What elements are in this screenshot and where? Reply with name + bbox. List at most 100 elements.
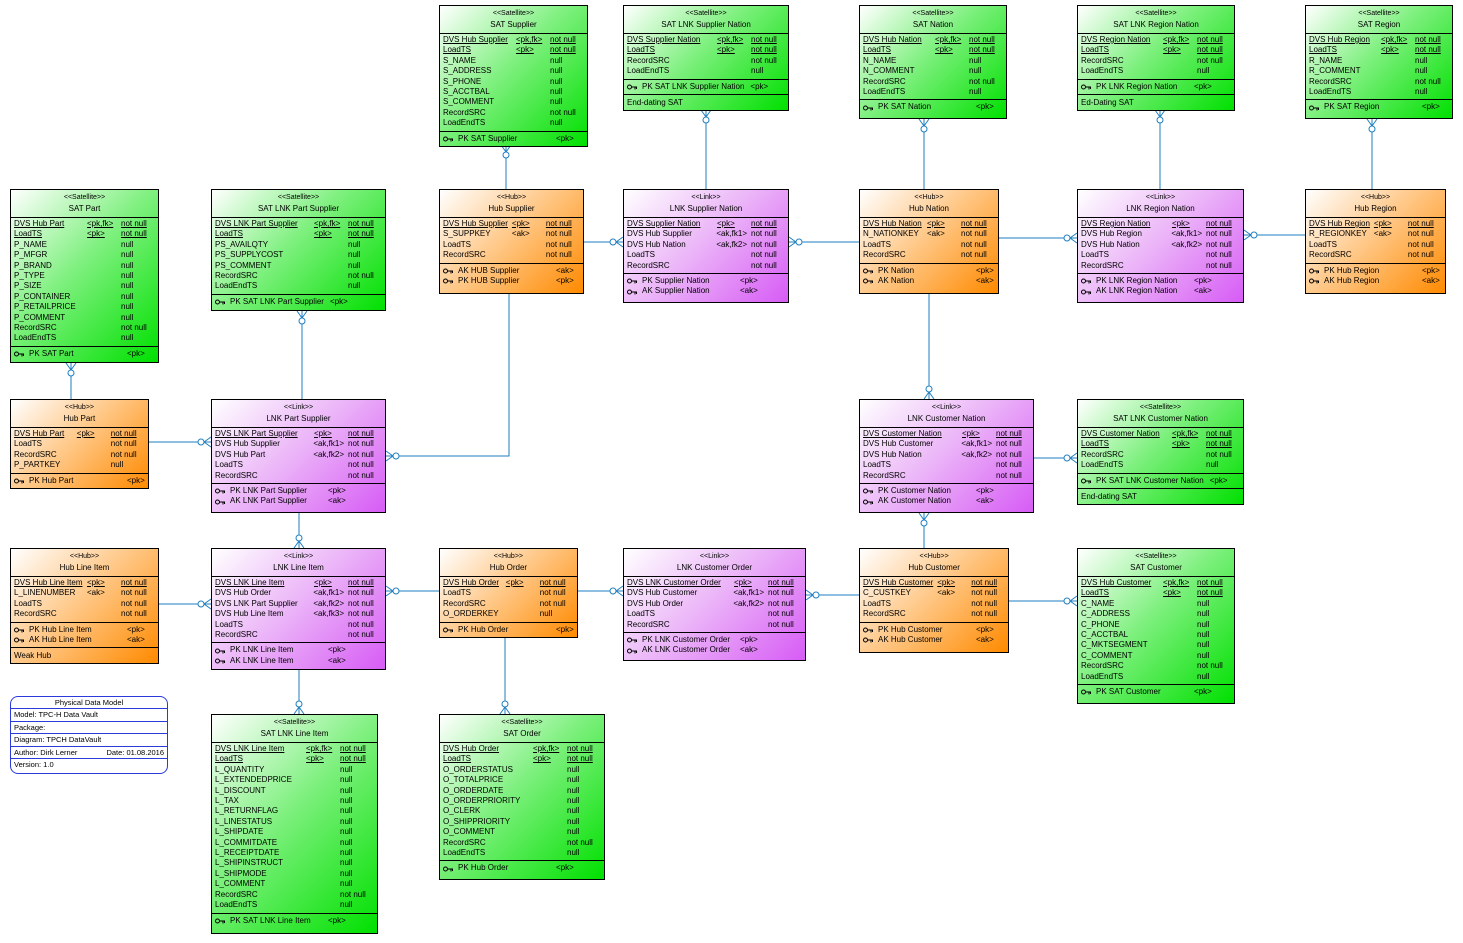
column-row[interactable]: C_CUSTKEY <ak> not null [863, 588, 1005, 598]
key-row[interactable]: PK SAT LNK Supplier Nation <pk> [627, 82, 785, 92]
column-row[interactable]: P_NAME null [14, 240, 155, 250]
column-row[interactable]: LoadTS <pk> not null [1309, 45, 1449, 55]
column-row[interactable]: DVS Hub Supplier <ak,fk1> not null [627, 229, 785, 239]
key-row[interactable]: AK Hub Line Item <ak> [14, 635, 155, 645]
column-row[interactable]: LoadTS <pk> not null [215, 229, 382, 239]
key-row[interactable]: AK Hub Customer <ak> [863, 635, 1005, 645]
entity-sat-region[interactable]: <<Satellite>> SAT Region DVS Hub Region … [1305, 5, 1453, 119]
column-row[interactable]: RecordSRC not null [627, 56, 785, 66]
column-row[interactable]: DVS LNK Line Item <pk,fk> not null [215, 744, 374, 754]
column-row[interactable]: DVS Hub Supplier <ak,fk1> not null [215, 439, 382, 449]
column-row[interactable]: PS_COMMENT null [215, 261, 382, 271]
column-row[interactable]: L_COMMITDATE null [215, 838, 374, 848]
column-row[interactable]: DVS Hub Supplier <pk,fk> not null [443, 35, 584, 45]
column-row[interactable]: S_ADDRESS null [443, 66, 584, 76]
key-row[interactable]: AK LNK Region Nation <ak> [1081, 286, 1240, 296]
column-row[interactable]: L_RETURNFLAG null [215, 806, 374, 816]
column-row[interactable]: LoadTS <pk> not null [14, 229, 155, 239]
entity-lnk-customer-nation[interactable]: <<Link>> LNK Customer Nation DVS Custome… [859, 399, 1034, 513]
key-row[interactable]: PK SAT LNK Part Supplier <pk> [215, 297, 382, 307]
column-row[interactable]: L_RECEIPTDATE null [215, 848, 374, 858]
column-row[interactable]: RecordSRC not null [443, 108, 584, 118]
entity-sat-lnk-part-supplier[interactable]: <<Satellite>> SAT LNK Part Supplier DVS … [211, 189, 386, 311]
column-row[interactable]: RecordSRC not null [215, 471, 382, 481]
column-row[interactable]: C_ACCTBAL null [1081, 630, 1231, 640]
column-row[interactable]: O_ORDERDATE null [443, 786, 601, 796]
column-row[interactable]: LoadTS not null [1081, 250, 1240, 260]
column-row[interactable]: RecordSRC not null [443, 838, 601, 848]
column-row[interactable]: R_COMMENT null [1309, 66, 1449, 76]
key-row[interactable]: PK SAT LNK Customer Nation <pk> [1081, 476, 1240, 486]
column-row[interactable]: RecordSRC not null [627, 620, 802, 630]
column-row[interactable]: DVS Hub Nation <ak,fk2> not null [1081, 240, 1240, 250]
column-row[interactable]: RecordSRC not null [215, 271, 382, 281]
entity-sat-lnk-line-item[interactable]: <<Satellite>> SAT LNK Line Item DVS LNK … [211, 714, 378, 934]
column-row[interactable]: DVS Hub Customer <ak,fk1> not null [627, 588, 802, 598]
column-row[interactable]: S_SUPPKEY <ak> not null [443, 229, 580, 239]
column-row[interactable]: RecordSRC not null [215, 630, 382, 640]
entity-sat-supplier[interactable]: <<Satellite>> SAT Supplier DVS Hub Suppl… [439, 5, 588, 148]
key-row[interactable]: PK HUB Supplier <pk> [443, 276, 580, 286]
column-row[interactable]: LoadEndTS null [215, 281, 382, 291]
column-row[interactable]: DVS Hub Nation <ak,fk2> not null [627, 240, 785, 250]
key-row[interactable]: PK Hub Line Item <pk> [14, 625, 155, 635]
entity-lnk-supplier-nation[interactable]: <<Link>> LNK Supplier Nation DVS Supplie… [623, 189, 789, 303]
column-row[interactable]: LoadTS <pk> not null [1081, 45, 1231, 55]
entity-hub-supplier[interactable]: <<Hub>> Hub Supplier DVS Hub Supplier <p… [439, 189, 584, 294]
column-row[interactable]: LoadTS not null [215, 460, 382, 470]
column-row[interactable]: P_TYPE null [14, 271, 155, 281]
column-row[interactable]: RecordSRC not null [14, 323, 155, 333]
key-row[interactable]: PK SAT Nation <pk> [863, 102, 1003, 112]
column-row[interactable]: RecordSRC not null [863, 609, 1005, 619]
entity-sat-nation[interactable]: <<Satellite>> SAT Nation DVS Hub Nation … [859, 5, 1007, 119]
column-row[interactable]: L_COMMENT null [215, 879, 374, 889]
column-row[interactable]: LoadTS not null [443, 240, 580, 250]
column-row[interactable]: DVS Supplier Nation <pk,fk> not null [627, 35, 785, 45]
column-row[interactable]: DVS Customer Nation <pk,fk> not null [1081, 429, 1240, 439]
column-row[interactable]: L_SHIPDATE null [215, 827, 374, 837]
column-row[interactable]: P_RETAILPRICE null [14, 302, 155, 312]
key-row[interactable]: PK Hub Region <pk> [1309, 266, 1442, 276]
column-row[interactable]: LoadEndTS null [1081, 672, 1231, 682]
column-row[interactable]: L_LINESTATUS null [215, 817, 374, 827]
column-row[interactable]: O_ORDERKEY null [443, 609, 574, 619]
column-row[interactable]: LoadTS not null [627, 250, 785, 260]
column-row[interactable]: DVS Hub Region <pk,fk> not null [1309, 35, 1449, 45]
column-row[interactable]: L_TAX null [215, 796, 374, 806]
column-row[interactable]: P_SIZE null [14, 281, 155, 291]
column-row[interactable]: LoadEndTS null [215, 900, 374, 910]
column-row[interactable]: DVS Hub Line Item <pk> not null [14, 578, 155, 588]
column-row[interactable]: LoadTS <pk> not null [1081, 588, 1231, 598]
column-row[interactable]: LoadTS <pk> not null [627, 45, 785, 55]
column-row[interactable]: L_DISCOUNT null [215, 786, 374, 796]
entity-sat-lnk-region-nation[interactable]: <<Satellite>> SAT LNK Region Nation DVS … [1077, 5, 1235, 112]
column-row[interactable]: P_MFGR null [14, 250, 155, 260]
column-row[interactable]: RecordSRC not null [215, 890, 374, 900]
column-row[interactable]: DVS Region Nation <pk> not null [1081, 219, 1240, 229]
key-row[interactable]: AK Customer Nation <ak> [863, 496, 1030, 506]
column-row[interactable]: LoadTS not null [863, 460, 1030, 470]
column-row[interactable]: LoadTS <pk> not null [863, 45, 1003, 55]
entity-sat-customer[interactable]: <<Satellite>> SAT Customer DVS Hub Custo… [1077, 548, 1235, 704]
column-row[interactable]: LoadEndTS null [443, 848, 601, 858]
key-row[interactable]: AK LNK Line Item <ak> [215, 656, 382, 666]
column-row[interactable]: C_ADDRESS null [1081, 609, 1231, 619]
column-row[interactable]: RecordSRC not null [1081, 56, 1231, 66]
column-row[interactable]: L_EXTENDEDPRICE null [215, 775, 374, 785]
key-row[interactable]: PK LNK Part Supplier <pk> [215, 486, 382, 496]
column-row[interactable]: S_COMMENT null [443, 97, 584, 107]
column-row[interactable]: DVS Hub Customer <pk> not null [863, 578, 1005, 588]
column-row[interactable]: O_SHIPPRIORITY null [443, 817, 601, 827]
column-row[interactable]: LoadTS not null [627, 609, 802, 619]
column-row[interactable]: RecordSRC not null [1309, 77, 1449, 87]
column-row[interactable]: S_PHONE null [443, 77, 584, 87]
key-row[interactable]: AK LNK Customer Order <ak> [627, 645, 802, 655]
key-row[interactable]: PK Hub Order <pk> [443, 863, 601, 873]
key-row[interactable]: PK LNK Line Item <pk> [215, 645, 382, 655]
column-row[interactable]: C_NAME null [1081, 599, 1231, 609]
entity-lnk-part-supplier[interactable]: <<Link>> LNK Part Supplier DVS LNK Part … [211, 399, 386, 513]
column-row[interactable]: C_MKTSEGMENT null [1081, 640, 1231, 650]
column-row[interactable]: DVS Hub Order <ak,fk2> not null [627, 599, 802, 609]
key-row[interactable]: PK SAT LNK Line Item <pk> [215, 916, 374, 926]
key-row[interactable]: PK SAT Part <pk> [14, 349, 155, 359]
